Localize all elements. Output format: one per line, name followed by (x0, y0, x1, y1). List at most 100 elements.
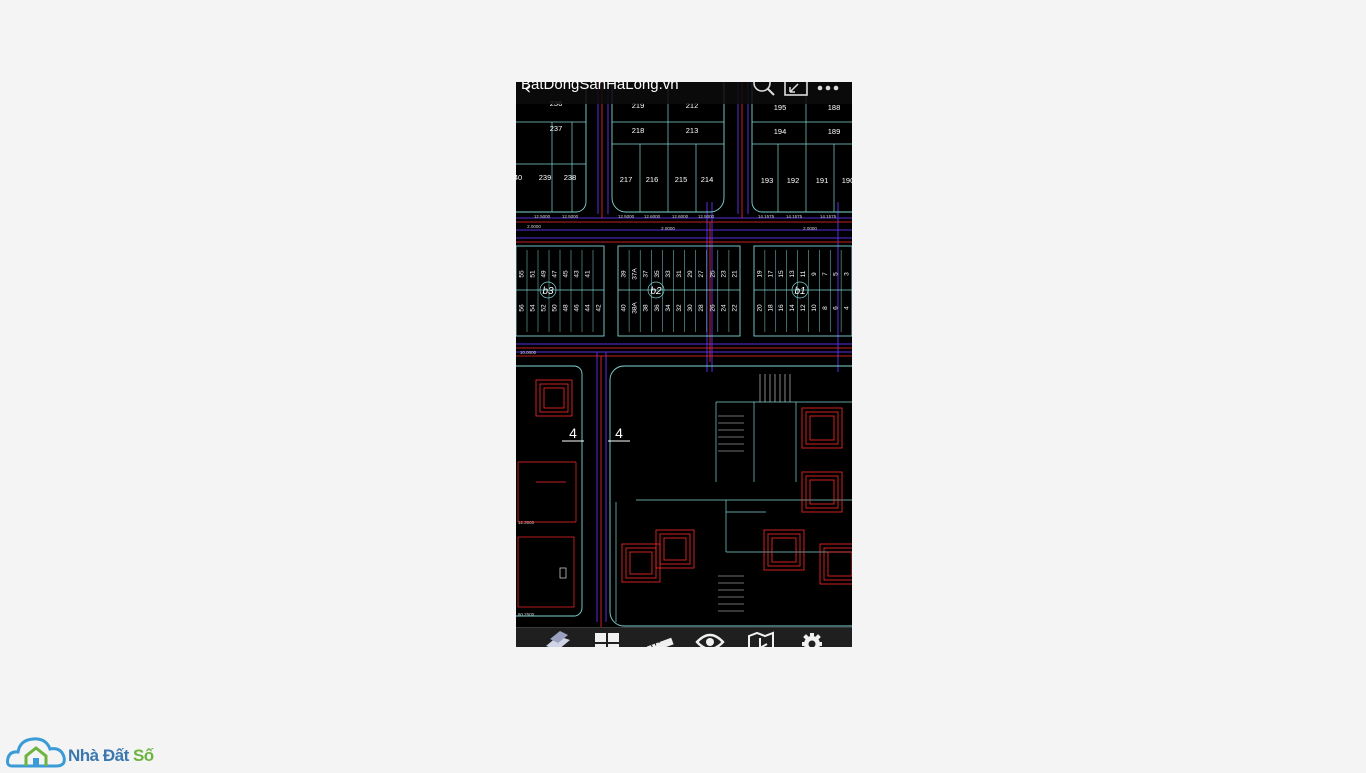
lot-number: 38A (632, 302, 639, 314)
lot-number: 219 (632, 101, 645, 110)
measure-ruler-icon[interactable] (644, 630, 676, 647)
lot-block (751, 82, 852, 213)
pavilion (827, 551, 852, 577)
dimension-text: 12.3000 (518, 520, 535, 525)
phone-screen: 2362372392384021921221821321721621521419… (516, 82, 852, 647)
lot-number: 10 (811, 304, 818, 312)
lot-number: 213 (686, 126, 699, 135)
lot-number: 215 (675, 175, 688, 184)
pavilion (621, 543, 661, 583)
dimension-text: 14.1575 (758, 214, 775, 219)
pavilion (823, 547, 852, 581)
dimension-text: 2.0000 (527, 224, 541, 229)
app-title: BatDongSanHaLong.vn (521, 82, 679, 93)
lot-number: 40 (621, 304, 628, 312)
dimension-text: 12.5000 (534, 214, 551, 219)
bottom-toolbar (516, 627, 852, 647)
visibility-eye-icon[interactable] (694, 630, 726, 647)
cad-drawing-canvas[interactable]: 2362372392384021921221821321721621521419… (516, 82, 852, 627)
lot-number: 4 (844, 306, 851, 310)
block-marker (539, 281, 557, 299)
pavilion (543, 387, 565, 409)
back-arrow-icon[interactable]: ‹ (524, 82, 532, 99)
lot-number: 195 (774, 103, 787, 112)
lot-number: 212 (686, 101, 699, 110)
lot-number: 31 (676, 270, 683, 278)
layers-icon[interactable] (542, 630, 574, 647)
layouts-sheet-icon[interactable] (745, 630, 777, 647)
lot-number: 35 (654, 270, 661, 278)
pavilion (663, 537, 687, 561)
pavilion (625, 547, 657, 579)
lot-number: 21 (731, 270, 738, 278)
lot-number: 44 (585, 304, 592, 312)
block-marker (791, 281, 809, 299)
lot-number: 38 (643, 304, 650, 312)
lot-number: 45 (563, 270, 570, 278)
lot-number: 194 (774, 127, 787, 136)
lot-number: 191 (816, 176, 829, 185)
park-outline (516, 365, 583, 617)
lot-number: 55 (519, 270, 526, 278)
lot-number: 20 (756, 304, 763, 312)
lot-number: 13 (789, 270, 796, 278)
more-dots-icon[interactable] (815, 82, 841, 92)
pavilion (809, 479, 835, 505)
layout-grid-icon[interactable] (592, 630, 624, 647)
fit-to-screen-icon[interactable] (784, 82, 808, 96)
lot-number: 16 (778, 304, 785, 312)
lot-number: 29 (687, 270, 694, 278)
lot-number: 25 (709, 270, 716, 278)
block-label: b2 (650, 286, 662, 297)
pavilion (819, 543, 852, 585)
logo-text: Nhà Đất Số (68, 746, 154, 766)
dimension-text: 12.5000 (562, 214, 579, 219)
pavilion (809, 415, 835, 441)
lot-number: 238 (564, 173, 577, 182)
dimension-text: 14.1575 (786, 214, 803, 219)
cloud-house-icon (6, 737, 66, 768)
block-marker (647, 281, 665, 299)
lot-number: 17 (767, 270, 774, 278)
lot-number: 32 (676, 304, 683, 312)
lot-number: 37 (643, 270, 650, 278)
lot-number: 193 (761, 176, 774, 185)
settings-gear-icon[interactable] (796, 630, 828, 647)
dimension-text: 14.1575 (820, 214, 837, 219)
lot-number: 33 (665, 270, 672, 278)
lot-number: 192 (787, 176, 800, 185)
lot-block (516, 82, 587, 213)
pavilion (805, 411, 839, 445)
lot-number: 5 (833, 272, 840, 276)
dimension-text: 12.6000 (644, 214, 661, 219)
lot-number: 47 (552, 270, 559, 278)
lot-number: 19 (756, 270, 763, 278)
lot-number: 9 (811, 272, 818, 276)
lot-number: 34 (665, 304, 672, 312)
dimension-text: 12.5000 (698, 214, 715, 219)
pavilion (801, 471, 843, 513)
lot-number: 8 (822, 306, 829, 310)
dimension-text: 12.6000 (672, 214, 689, 219)
lot-number: 188 (828, 103, 841, 112)
lot-number: 54 (530, 304, 537, 312)
lot-number: 51 (530, 270, 537, 278)
lot-number: 28 (698, 304, 705, 312)
lot-number: 39 (621, 270, 628, 278)
pavilion (767, 533, 801, 567)
lot-number: 189 (828, 127, 841, 136)
lot-number: 14 (789, 304, 796, 312)
watermark-logo: Nhà Đất Số (6, 732, 166, 768)
lot-number: 12 (800, 304, 807, 312)
zoom-magnifier-icon[interactable] (753, 82, 775, 100)
lot-number: 23 (720, 270, 727, 278)
lot-number: 40 (516, 173, 522, 182)
marker-box (559, 567, 567, 579)
lot-block (516, 245, 605, 337)
lot-number: 11 (800, 270, 807, 277)
app-top-bar: ‹ BatDongSanHaLong.vn (516, 82, 852, 104)
lot-number: 37A (632, 268, 639, 280)
lot-number: 48 (563, 304, 570, 312)
lot-number: 216 (646, 175, 659, 184)
lot-number: 50 (552, 304, 559, 312)
